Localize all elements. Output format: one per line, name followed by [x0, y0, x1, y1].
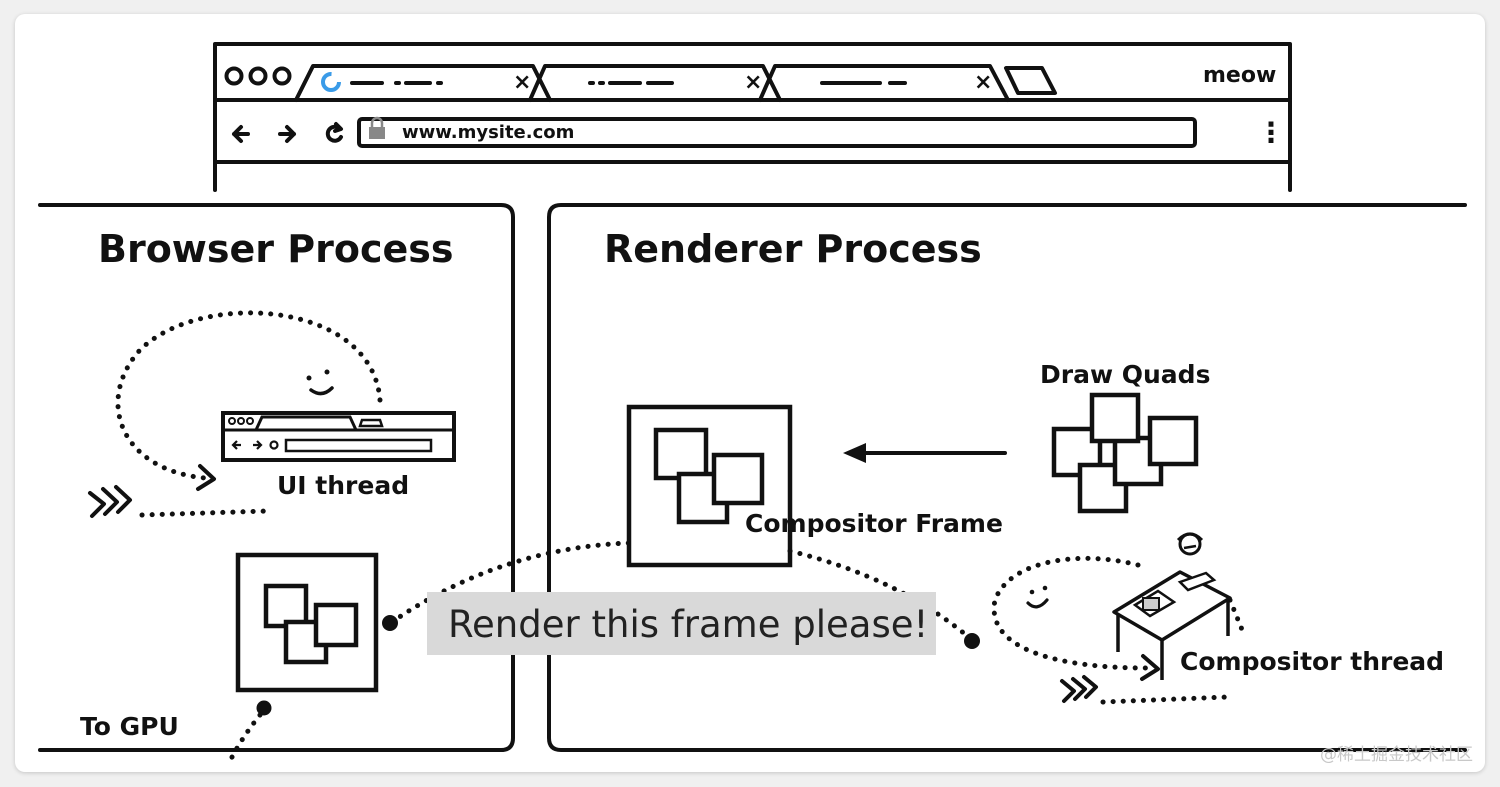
profile-name: meow: [1203, 63, 1276, 88]
browser-process-title: Browser Process: [98, 227, 454, 271]
mini-browser-icon: [221, 411, 456, 462]
diagram-canvas: × × × meow www.mysite.com ⋮ Browser Proc…: [15, 14, 1485, 772]
browser-window-sketch: × × × meow www.mysite.com ⋮: [213, 42, 1292, 192]
diagram-svg: × × × meow www.mysite.com ⋮ Browser Proc…: [38, 42, 1473, 768]
watermark: @稀土掘金技术社区: [1320, 745, 1473, 765]
tab-close-icon[interactable]: ×: [513, 70, 531, 95]
new-tab-icon[interactable]: [1004, 66, 1057, 95]
tab[interactable]: [528, 64, 782, 102]
speed-chevrons-icon: [88, 485, 132, 518]
ui-thread-arrowhead: [196, 464, 216, 491]
message-start-dot: [382, 615, 398, 631]
renderer-process-title: Renderer Process: [604, 227, 982, 271]
lock-icon: [369, 116, 385, 139]
forward-arrow-icon[interactable]: [278, 125, 296, 143]
message-text: Render this frame please!: [448, 603, 928, 646]
compositor-thread-tail: [1100, 694, 1231, 705]
ui-thread-loop: [115, 310, 383, 481]
smiley-face-icon: [306, 369, 334, 396]
quad-shape: [263, 583, 309, 629]
compositor-thread-loop: [991, 555, 1149, 671]
message-path: [382, 540, 980, 649]
ui-thread-tail: [139, 508, 271, 518]
smiley-face-icon: [1026, 585, 1049, 609]
draw-quads-label: Draw Quads: [1040, 360, 1210, 389]
renderer-process-panel: Renderer Process Draw Quads Compositor F…: [547, 203, 1467, 752]
arrowhead-left-icon: [843, 443, 866, 463]
to-gpu-dot: [256, 700, 272, 716]
draw-quads-stack: [1051, 392, 1199, 514]
to-gpu-label: To GPU: [80, 712, 179, 741]
compositor-thread-label: Compositor thread: [1180, 647, 1444, 676]
window-control-icon[interactable]: [224, 66, 244, 86]
quad-shape: [711, 452, 765, 506]
menu-kebab-icon[interactable]: ⋮: [1257, 116, 1285, 149]
reload-icon[interactable]: [325, 122, 343, 143]
window-control-icon[interactable]: [272, 66, 292, 86]
message-bubble: Render this frame please!: [427, 592, 936, 655]
quad-shape: [313, 602, 359, 648]
tab-close-icon[interactable]: ×: [974, 70, 992, 95]
quad-shape: [653, 427, 709, 481]
tab[interactable]: [758, 64, 1010, 102]
browser-process-panel: Browser Process UI thread: [38, 203, 515, 768]
address-url: www.mysite.com: [402, 122, 574, 143]
speed-chevrons-icon: [1060, 675, 1098, 703]
tab-close-icon[interactable]: ×: [744, 70, 762, 95]
address-bar[interactable]: [357, 117, 1197, 148]
window-control-icon[interactable]: [248, 66, 268, 86]
worker-desk-icon: [1112, 532, 1232, 680]
message-end-dot: [964, 633, 980, 649]
loading-spinner-icon: [321, 72, 341, 92]
tab-active[interactable]: [294, 64, 552, 102]
to-gpu-path: [225, 712, 263, 768]
compositor-thread-arrowhead: [1140, 654, 1160, 681]
back-arrow-icon[interactable]: [232, 125, 250, 143]
ui-thread-label: UI thread: [277, 471, 409, 500]
compositor-thread-upstroke: [1227, 597, 1248, 640]
compositor-frame-label: Compositor Frame: [745, 509, 1003, 538]
